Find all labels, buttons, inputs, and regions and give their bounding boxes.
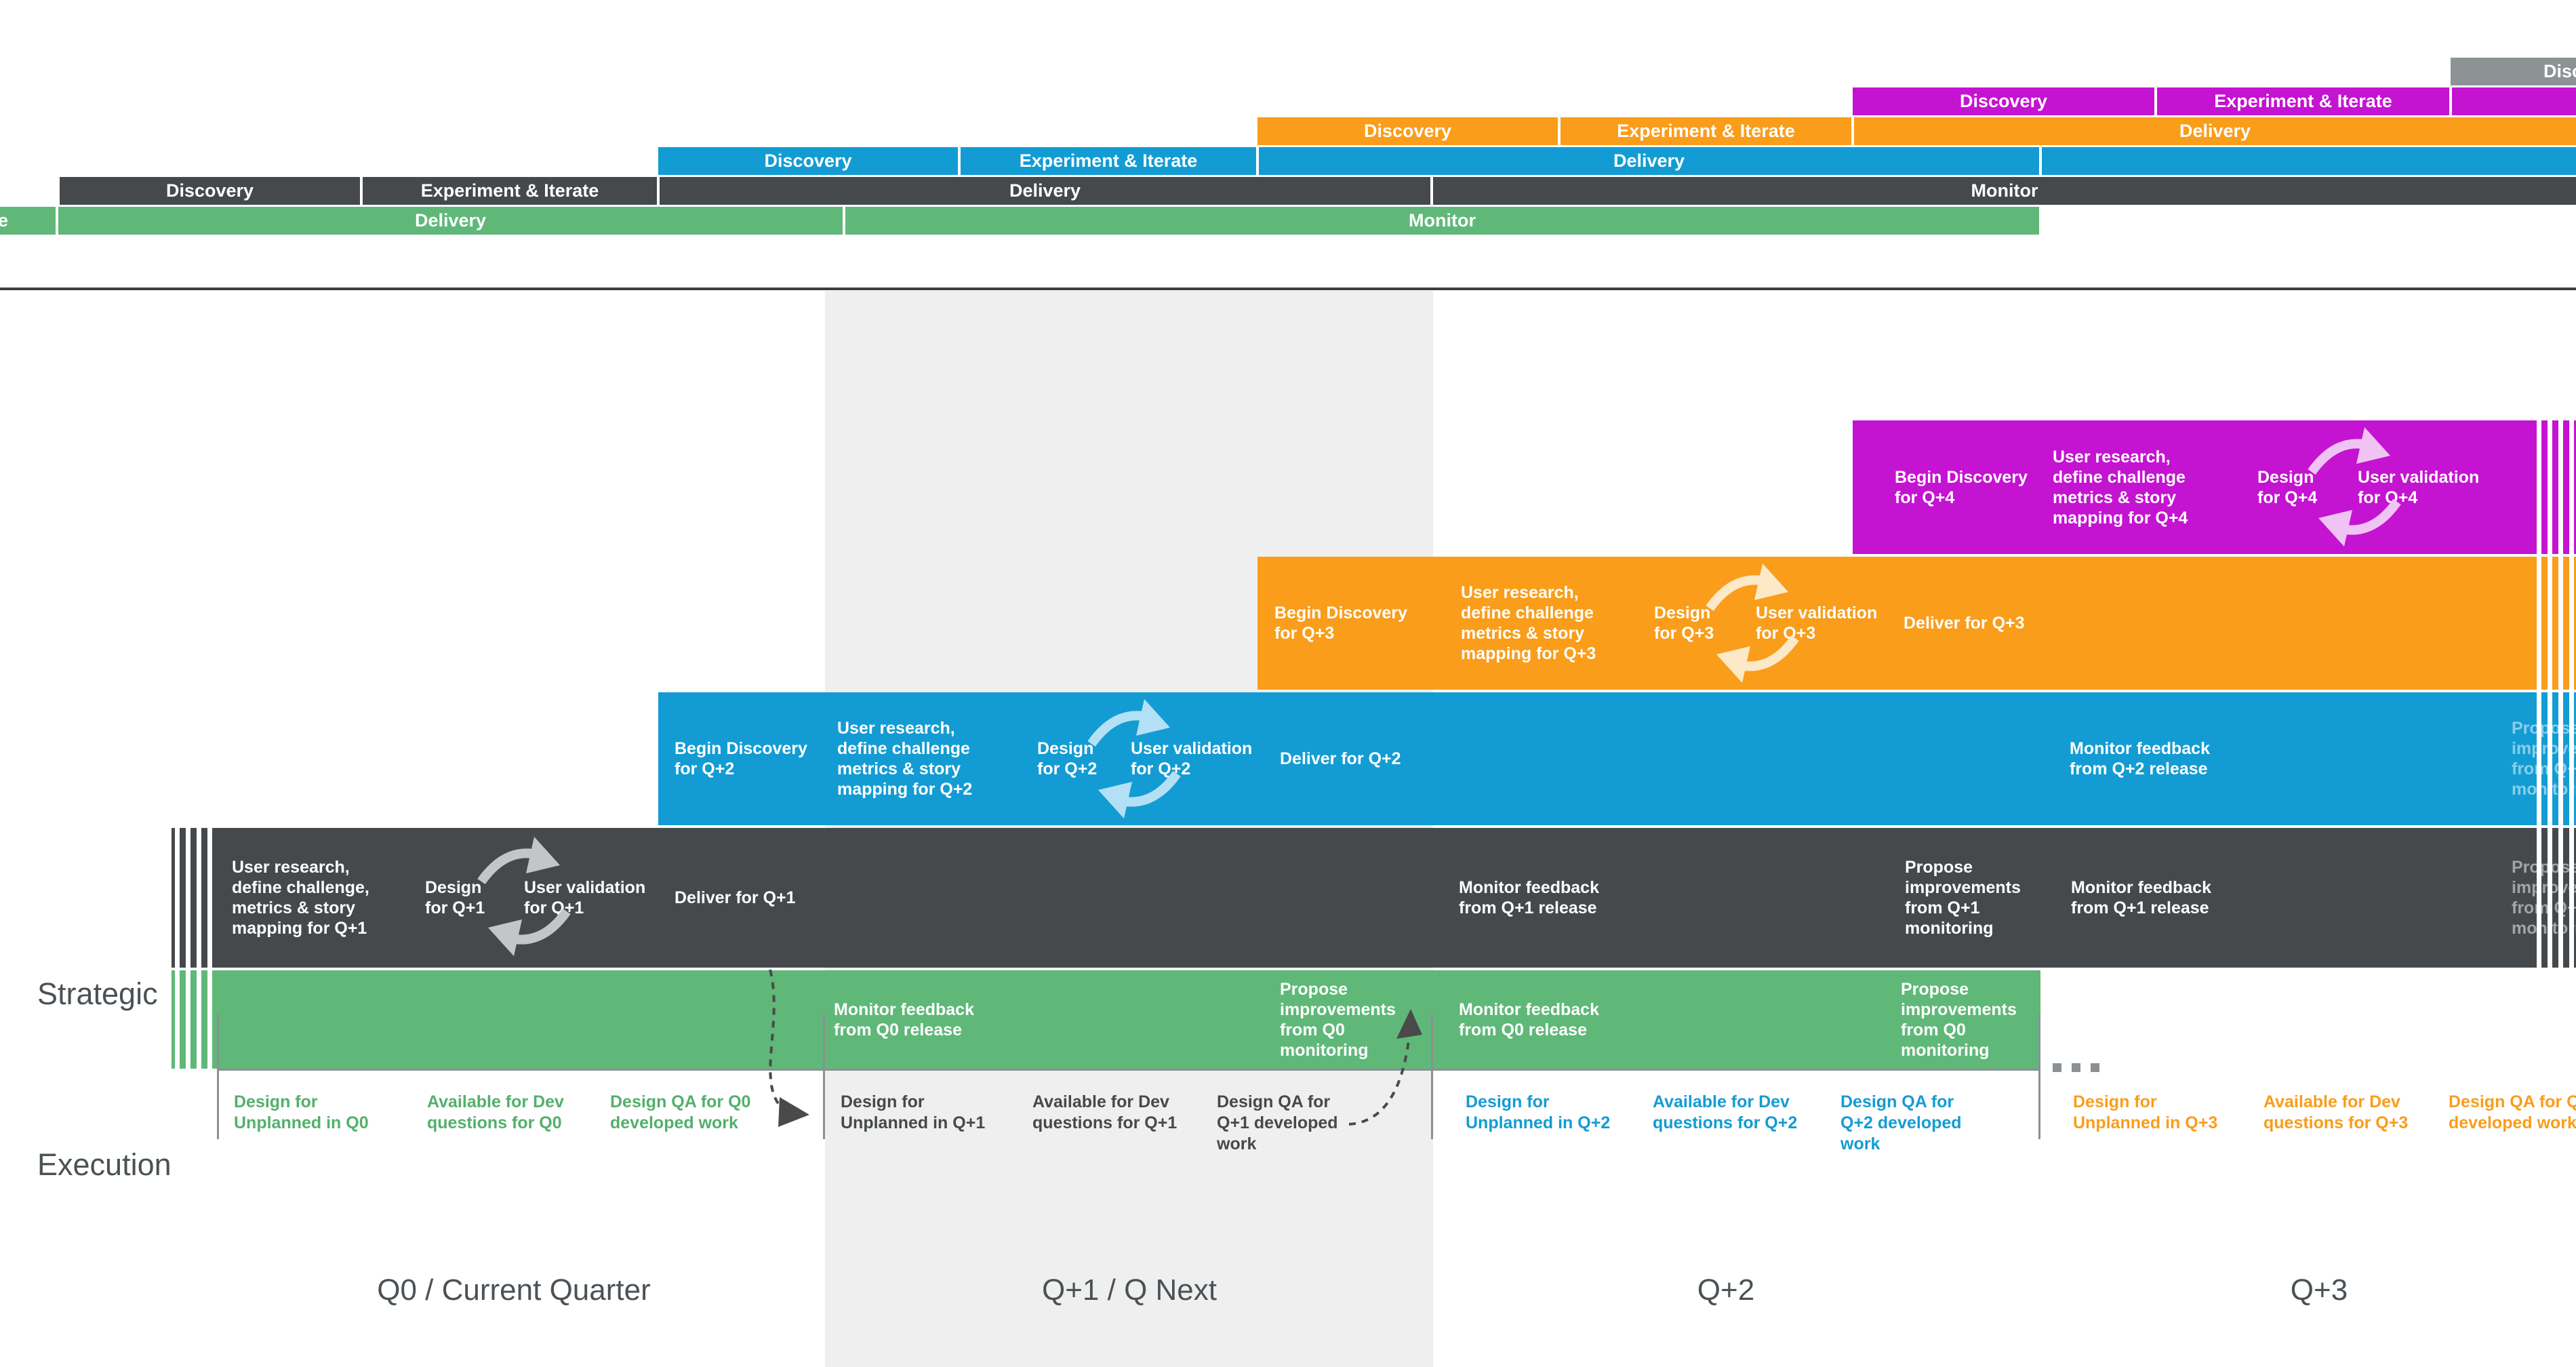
q4-begin-discovery: Begin Discovery for Q+4 bbox=[1895, 467, 2028, 507]
right-continuation-stripe bbox=[2537, 418, 2541, 971]
minimap-q0-monitor-segment: Monitor bbox=[845, 207, 2039, 235]
axis-label-q2: Q+2 bbox=[1697, 1273, 1755, 1307]
continuation-dash bbox=[2091, 1063, 2099, 1072]
quarter-boundary-q3 bbox=[2038, 1014, 2040, 1139]
execution-lane-label: Execution bbox=[37, 1147, 172, 1182]
quarter-boundary-q1 bbox=[823, 1014, 825, 1139]
q3-deliver: Deliver for Q+3 bbox=[1904, 614, 2025, 633]
minimap-divider-rule bbox=[0, 288, 2576, 290]
exec-q0-design-qa: Design QA for Q0 developed work bbox=[610, 1092, 751, 1132]
q2-deliver: Deliver for Q+2 bbox=[1280, 749, 1401, 768]
q4-user-research: User research, define challenge metrics … bbox=[2053, 447, 2188, 528]
minimap-q0-experiment-label: Experiment & Iterate bbox=[0, 210, 8, 231]
quarter-boundary-q0 bbox=[217, 1014, 219, 1139]
minimap-q4-delivery-segment bbox=[2452, 87, 2576, 115]
q0-propose-improvements-a: Propose improvements from Q0 monitoring bbox=[1280, 979, 1396, 1060]
q1-monitor-feedback-a: Monitor feedback from Q+1 release bbox=[1459, 878, 1599, 917]
minimap-q5-discovery-label: Discovery bbox=[2543, 61, 2576, 81]
minimap-q3-discovery-segment: Discovery bbox=[1257, 117, 1558, 145]
exec-q1-available-dev: Available for Dev questions for Q+1 bbox=[1032, 1092, 1178, 1132]
q2-iterate-loop-icon bbox=[1087, 699, 1181, 818]
q1-user-validation: User validation for Q+1 bbox=[524, 878, 646, 917]
right-continuation-stripe bbox=[2548, 418, 2552, 971]
q1-propose-improvements-cut: Propose improvements from Q+1 monitoring bbox=[2512, 858, 2576, 938]
exec-q3-design-qa: Design QA for Q+3 developed work bbox=[2449, 1092, 2576, 1132]
strategic-block-q2 bbox=[658, 692, 2576, 825]
q3-user-research: User research, define challenge metrics … bbox=[1461, 583, 1596, 663]
minimap-q4-discovery-segment: Discovery bbox=[1853, 87, 2154, 115]
minimap-q0-experiment-segment bbox=[0, 207, 56, 235]
minimap-q1-monitor-segment: Monitor bbox=[1433, 177, 2576, 205]
minimap-q4-experiment-segment: Experiment & Iterate bbox=[2157, 87, 2449, 115]
exec-q3-available-dev: Available for Dev questions for Q+3 bbox=[2263, 1092, 2409, 1132]
strategic-block-q1 bbox=[172, 828, 2576, 968]
exec-q2-design-unplanned: Design for Unplanned in Q+2 bbox=[1466, 1092, 1611, 1132]
q2-propose-improvements-cut: Propose improvements from Q+2 monitoring bbox=[2512, 719, 2576, 799]
q0-monitor-feedback-b: Monitor feedback from Q0 release bbox=[1459, 999, 1599, 1039]
strategic-execution-divider bbox=[218, 1069, 2039, 1071]
minimap-q1-discovery-segment: Discovery bbox=[60, 177, 360, 205]
left-continuation-stripe bbox=[175, 826, 180, 1071]
strategic-lane-label: Strategic bbox=[37, 976, 158, 1011]
q2-begin-discovery: Begin Discovery for Q+2 bbox=[675, 739, 807, 778]
q0-monitor-feedback-a: Monitor feedback from Q0 release bbox=[834, 999, 974, 1039]
q3-design: Design for Q+3 bbox=[1654, 603, 1714, 643]
minimap-q2-experiment-segment: Experiment & Iterate bbox=[961, 147, 1256, 175]
q1-monitor-feedback-b: Monitor feedback from Q+1 release bbox=[2071, 878, 2211, 917]
q1-design: Design for Q+1 bbox=[425, 878, 485, 917]
exec-q0-design-unplanned: Design for Unplanned in Q0 bbox=[234, 1092, 369, 1132]
q4-design: Design for Q+4 bbox=[2257, 467, 2318, 507]
exec-q1-design-qa: Design QA for Q+1 developed work bbox=[1217, 1092, 1338, 1153]
q0-propose-improvements-b: Propose improvements from Q0 monitoring bbox=[1901, 979, 2017, 1060]
minimap-q0-delivery-segment: Delivery bbox=[58, 207, 843, 235]
q2-monitor-feedback: Monitor feedback from Q+2 release bbox=[2070, 739, 2210, 778]
exec-q3-design-unplanned: Design for Unplanned in Q+3 bbox=[2073, 1092, 2218, 1132]
right-continuation-stripe bbox=[2569, 418, 2574, 971]
axis-label-q3: Q+3 bbox=[2290, 1273, 2348, 1307]
exec-q2-available-dev: Available for Dev questions for Q+2 bbox=[1653, 1092, 1798, 1132]
axis-label-q1: Q+1 / Q Next bbox=[1042, 1273, 1217, 1307]
quarter-boundary-q2 bbox=[1431, 1014, 1433, 1139]
minimap-q2-discovery-segment: Discovery bbox=[658, 147, 958, 175]
exec-q1-design-unplanned: Design for Unplanned in Q+1 bbox=[841, 1092, 986, 1132]
q4-iterate-loop-icon bbox=[2308, 427, 2401, 547]
q1-deliver: Deliver for Q+1 bbox=[675, 888, 796, 907]
q2-user-validation: User validation for Q+2 bbox=[1131, 739, 1253, 778]
right-continuation-stripe bbox=[2558, 418, 2563, 971]
q2-design: Design for Q+2 bbox=[1037, 739, 1098, 778]
strategic-block-q3 bbox=[1257, 557, 2576, 690]
q1-iterate-loop-icon bbox=[477, 837, 571, 956]
exec-q0-available-dev: Available for Dev questions for Q0 bbox=[427, 1092, 564, 1132]
q1-user-research: User research, define challenge, metrics… bbox=[232, 858, 369, 938]
axis-label-q0: Q0 / Current Quarter bbox=[377, 1273, 651, 1307]
continuation-dash bbox=[2053, 1063, 2061, 1072]
minimap-q5-discovery-segment bbox=[2451, 58, 2576, 85]
minimap-q3-experiment-segment: Experiment & Iterate bbox=[1561, 117, 1851, 145]
minimap-q1-experiment-segment: Experiment & Iterate bbox=[363, 177, 657, 205]
q3-iterate-loop-icon bbox=[1706, 563, 1799, 683]
q1-propose-improvements: Propose improvements from Q+1 monitoring bbox=[1905, 858, 2021, 938]
strategic-block-q0 bbox=[172, 970, 2040, 1069]
left-continuation-stripe bbox=[186, 826, 190, 1071]
left-continuation-stripe bbox=[207, 826, 212, 1071]
q4-user-validation: User validation for Q+4 bbox=[2358, 467, 2480, 507]
q3-begin-discovery: Begin Discovery for Q+3 bbox=[1274, 603, 1407, 643]
minimap-q1-delivery-segment: Delivery bbox=[660, 177, 1430, 205]
q2-user-research: User research, define challenge metrics … bbox=[837, 719, 973, 799]
continuation-dash bbox=[2072, 1063, 2080, 1072]
exec-q2-design-qa: Design QA for Q+2 developed work bbox=[1840, 1092, 1962, 1153]
q3-user-validation: User validation for Q+3 bbox=[1756, 603, 1878, 643]
strategic-block-q4 bbox=[1853, 420, 2576, 554]
minimap-q2-monitor-segment bbox=[2042, 147, 2576, 175]
left-continuation-stripe bbox=[197, 826, 201, 1071]
minimap-q3-delivery-segment: Delivery bbox=[1854, 117, 2576, 145]
minimap-q2-delivery-segment: Delivery bbox=[1259, 147, 2039, 175]
